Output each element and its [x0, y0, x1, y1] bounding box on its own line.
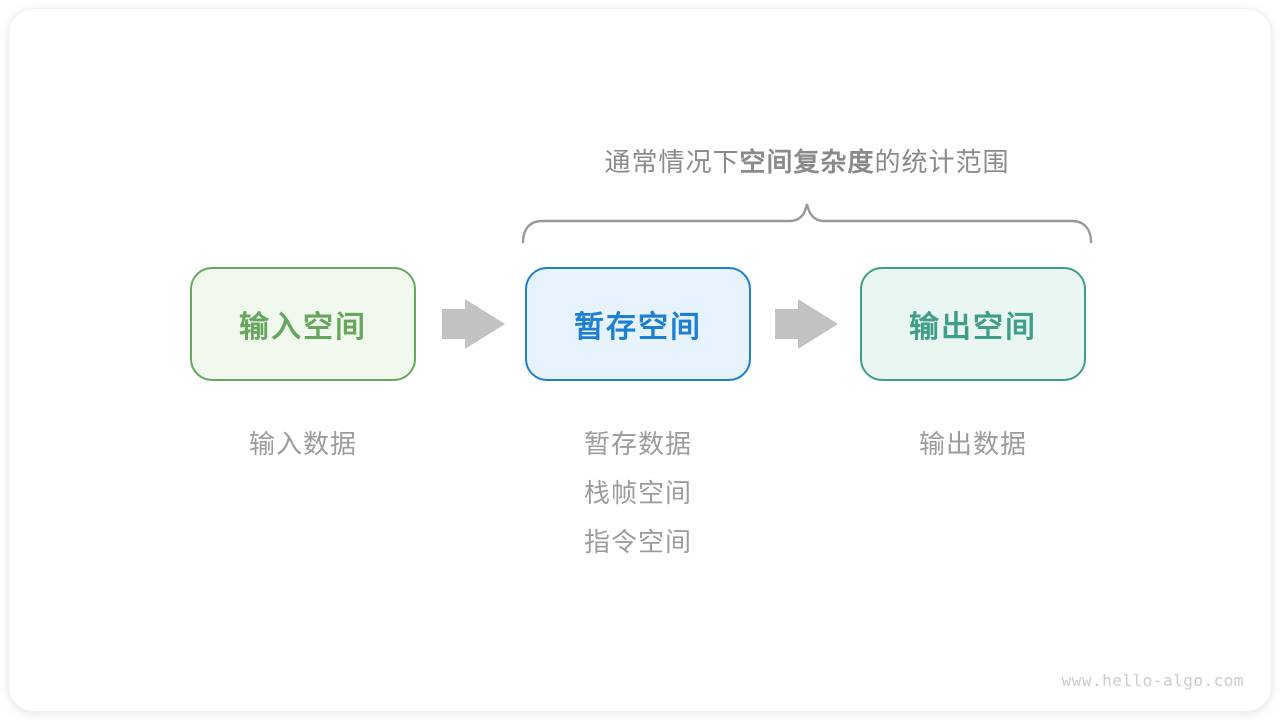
- output-space-box: 输出空间: [860, 267, 1086, 381]
- diagram-title: 通常情况下空间复杂度的统计范围: [518, 142, 1096, 179]
- arrow-right-shape: [442, 299, 505, 349]
- input-space-box: 输入空间: [190, 267, 416, 381]
- output-space-label: 输出空间: [909, 311, 1037, 344]
- annotation-input-data: 输入数据: [248, 429, 357, 459]
- temp-space-box: 暂存空间: [525, 267, 751, 381]
- arrow-right-icon: [442, 299, 505, 349]
- title-prefix: 通常情况下: [604, 147, 740, 177]
- title-suffix: 的统计范围: [874, 147, 1010, 177]
- scope-brace-icon: [521, 203, 1093, 244]
- annotation-instruction-space: 指令空间: [583, 527, 692, 557]
- title-emphasis: 空间复杂度: [739, 147, 875, 177]
- annotation-output-data: 输出数据: [918, 429, 1027, 459]
- arrow-right-icon: [775, 299, 838, 349]
- temp-space-label: 暂存空间: [574, 311, 702, 344]
- watermark: www.hello-algo.com: [1061, 671, 1244, 690]
- arrow-right-shape: [775, 299, 838, 349]
- annotation-stack-frame-space: 栈帧空间: [583, 478, 692, 508]
- input-space-label: 输入空间: [239, 311, 367, 344]
- brace-path: [521, 203, 1093, 244]
- annotation-temp-data: 暂存数据: [583, 429, 692, 459]
